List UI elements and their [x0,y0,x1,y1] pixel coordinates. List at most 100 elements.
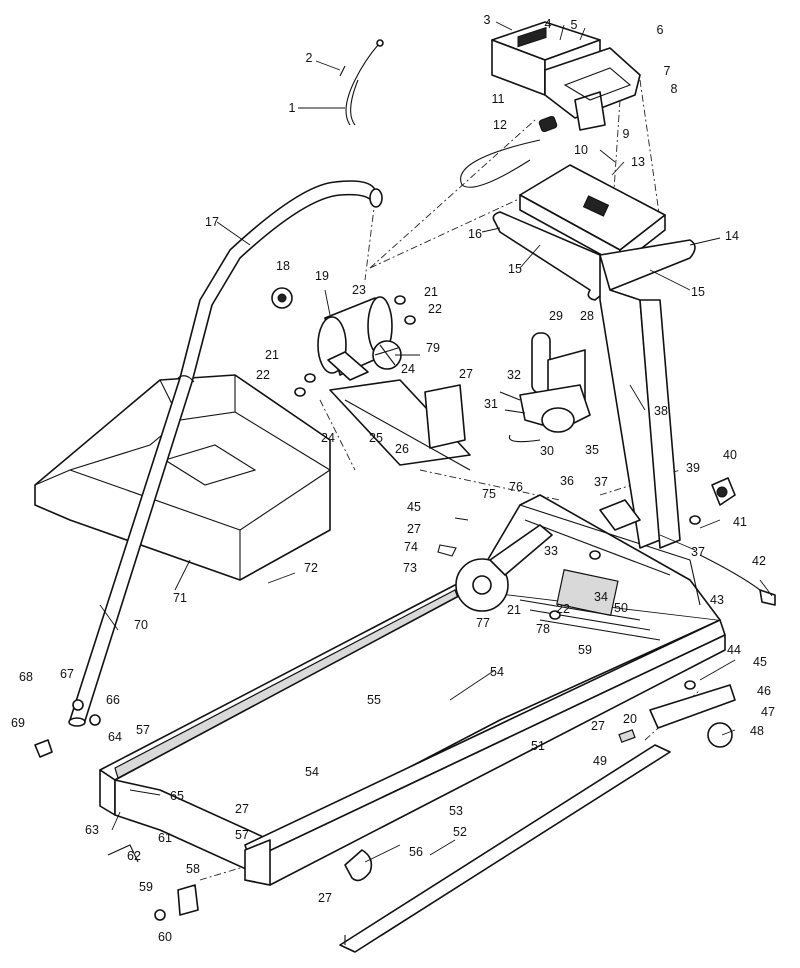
lift-bracket [599,477,776,606]
callout-58-end-cap: 58 [186,862,200,876]
callout-31-bolt: 31 [484,397,498,411]
callout-32-bolt: 32 [507,368,521,382]
callout-54-screw-front: 54 [305,765,319,779]
callout-61-clip: 61 [158,831,172,845]
callout-27-screw-front: 27 [591,719,605,733]
upright-handrail [68,180,383,727]
callout-48-end-cap: 48 [750,724,764,738]
callout-14-handlebar: 14 [725,229,739,243]
leader-lines [99,21,773,863]
callout-12-key: 12 [493,118,507,132]
callout-74-clip: 74 [404,540,418,554]
callout-75-drive-belt: 75 [482,487,496,501]
callout-24-bracket-left: 24 [321,431,335,445]
callout-26-motor-plate: 26 [395,442,409,456]
callout-59-washer-deck: 59 [578,643,592,657]
callout-4-console-housing: 4 [544,17,552,31]
callout-18-pulley: 18 [276,259,290,273]
callout-79-motor-fan: 79 [426,341,440,355]
callout-37-washer-upper: 37 [594,475,608,489]
callout-21-nut-lower: 21 [507,603,521,617]
callout-22-washer-left: 22 [256,368,270,382]
callout-15-screw-right: 15 [691,285,705,299]
callout-21-nut-upper: 21 [424,285,438,299]
callout-63-frame-end: 63 [85,823,99,837]
callout-49-foot: 49 [593,754,607,768]
callout-43-frame: 43 [710,593,724,607]
callout-44-bolt: 44 [727,643,741,657]
callout-68-bolt: 68 [19,670,33,684]
callout-19-motor-pulley: 19 [315,269,329,283]
callout-1-safety-key-cord: 1 [288,101,296,115]
callout-66-nut: 66 [106,693,120,707]
callout-22-washer-lower: 22 [556,602,570,616]
deck-frame [99,494,726,886]
callout-30-lift-motor: 30 [540,444,554,458]
callout-60-screw: 60 [158,930,172,944]
callout-51-side-rail: 51 [531,739,545,753]
callout-21-nut-left: 21 [265,348,279,362]
callout-67-washer: 67 [60,667,74,681]
callout-77-drive-roller: 77 [476,616,490,630]
callout-57-insert-right: 57 [235,828,249,842]
callout-55-walking-belt: 55 [367,693,381,707]
callout-23-motor: 23 [352,283,366,297]
callout-27-screw-motor: 27 [459,367,473,381]
callout-52-side-step: 52 [453,825,467,839]
callout-39-nut: 39 [686,461,700,475]
callout-45-bolt-upper: 45 [407,500,421,514]
callout-3-console-display: 3 [483,13,491,27]
callout-72-screw: 72 [304,561,318,575]
callout-25-motor-mount: 25 [369,431,383,445]
callout-78-deck-slats: 78 [536,622,550,636]
callout-15-screw-left: 15 [508,262,522,276]
callout-76-frame: 76 [509,480,523,494]
callout-29-lift-tube: 29 [549,309,563,323]
callout-73-screw: 73 [403,561,417,575]
callout-45-bolt-right: 45 [753,655,767,669]
callout-54-screw-center: 54 [490,665,504,679]
callout-36-nut: 36 [560,474,574,488]
callout-22-washer-upper: 22 [428,302,442,316]
callout-6-screw: 6 [656,23,664,37]
callout-65-pivot-bushing: 65 [170,789,184,803]
callout-27-screw-deck: 27 [235,802,249,816]
callout-62-allen-wrench: 62 [127,849,141,863]
callout-34-plate: 34 [594,590,608,604]
callout-46-front-trim: 46 [757,684,771,698]
callout-7-console-part: 7 [663,64,671,78]
callout-42-power-cord: 42 [752,554,766,568]
callout-41-bolt: 41 [733,515,747,529]
callout-38-upright-tube: 38 [654,404,668,418]
callout-59-washer-endcap: 59 [139,880,153,894]
callout-5-overlay: 5 [570,18,578,32]
callout-2-clip: 2 [305,51,313,65]
callout-56-front-roller-cap: 56 [409,845,423,859]
callout-64-side-rail: 64 [108,730,122,744]
drive-roller [455,524,553,612]
hardware [34,39,701,921]
callout-9-console-part: 9 [622,127,630,141]
drive-motor [271,287,471,471]
callout-17-upright-handrail: 17 [205,215,219,229]
callout-47-screw: 47 [761,705,775,719]
callout-35-nut: 35 [585,443,599,457]
callout-10-console-part: 10 [574,143,588,157]
callout-37-washer-lower: 37 [691,545,705,559]
callout-70-handrail-tube: 70 [134,618,148,632]
callout-69-cap: 69 [11,716,25,730]
callout-57-insert-left: 57 [136,723,150,737]
callout-28-pin: 28 [580,309,594,323]
callout-16-grip: 16 [468,227,482,241]
callout-40-lift-cap: 40 [723,448,737,462]
callout-27-screw-bottom: 27 [318,891,332,905]
callout-11-console-base: 11 [491,92,505,106]
callout-27-screw-hood: 27 [407,522,421,536]
callout-8-console-part: 8 [670,82,678,96]
upright-support [460,139,696,549]
lift-motor [508,332,591,443]
callout-50-bracket: 50 [614,601,628,615]
callout-13-screw: 13 [631,155,645,169]
